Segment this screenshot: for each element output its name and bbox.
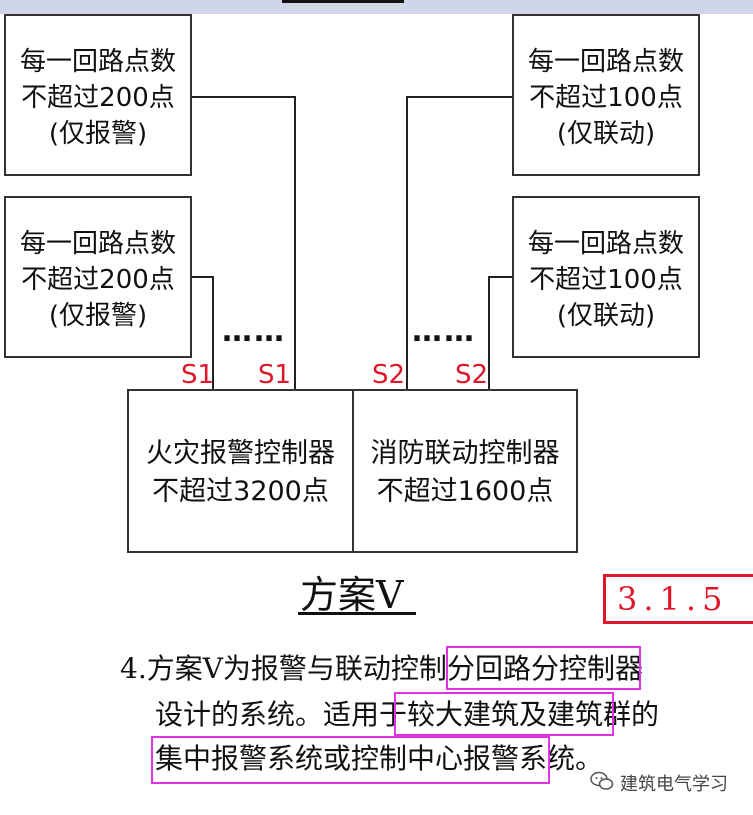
loop-box-line: 不超过200点 [21,265,175,295]
loop-box-line: 每一回路点数 [527,47,684,77]
loop-box-line: 每一回路点数 [19,47,176,77]
controller-name: 消防联动控制器 [370,438,560,469]
desc-text: 设计的系统。适用于 [155,698,408,731]
loop-box-alarm-2: 每一回路点数 不超过200点 (仅报警) [4,196,192,358]
bus-label-s1: S1 [181,360,215,390]
loop-box-linkage-1: 每一回路点数 不超过100点 (仅联动) [512,14,700,176]
diagram-title: 方案V [300,573,404,617]
watermark-text: 建筑电气学习 [620,774,728,795]
wire-s2-outer-v [406,96,408,390]
wire-s2-outer-h [406,96,512,98]
wire-s1-inner-v [212,276,214,390]
loop-box-alarm-1: 每一回路点数 不超过200点 (仅报警) [4,14,192,176]
highlight-box-2 [394,692,614,736]
wechat-icon [590,771,614,790]
desc-highlight: 较大建筑及建筑群 [407,698,632,731]
loop-box-line: 不超过200点 [21,83,175,113]
controller-linkage: 消防联动控制器 不超过1600点 [352,389,578,553]
loop-box-line: (仅报警) [48,119,148,149]
bus-label-s2: S2 [372,360,406,390]
loop-box-line: (仅报警) [48,301,148,331]
controller-capacity: 不超过1600点 [376,476,554,507]
wire-s1-outer-v [294,96,296,390]
wire-s2-inner-h [488,276,512,278]
desc-line-3: 集中报警系统或控制中心报警系统。 [155,742,603,776]
desc-text: 4.方案V为报警与联动控制 [120,652,447,685]
desc-highlight: 集中报警系统或控制中心报警系统 [155,742,576,775]
loop-box-line: 不超过100点 [529,265,683,295]
wire-s2-inner-v [488,276,490,390]
wire-s1-inner-h [192,276,214,278]
top-divider [282,0,404,3]
title-underline [298,612,416,615]
highlight-box-3 [151,736,550,784]
desc-text: 。 [575,742,604,775]
top-band [0,0,753,14]
highlight-box-1 [446,646,641,690]
section-ref: 3.1.5 [617,580,729,618]
bus-label-s1: S1 [258,360,292,390]
controller-fire-alarm: 火灾报警控制器 不超过3200点 [127,389,354,553]
loop-box-line: (仅联动) [556,301,656,331]
loop-box-line: 每一回路点数 [19,229,176,259]
controller-name: 火灾报警控制器 [146,438,335,469]
desc-line-1: 4.方案V为报警与联动控制分回路分控制器 [120,652,643,686]
controller-capacity: 不超过3200点 [152,476,329,507]
loop-box-line: (仅联动) [556,119,656,149]
desc-text: 的 [631,698,660,731]
ellipsis-right: …… [412,314,476,349]
loop-box-line: 不超过100点 [529,83,683,113]
bus-label-s2: S2 [455,360,489,390]
loop-box-line: 每一回路点数 [527,229,684,259]
desc-highlight: 分回路分控制器 [446,652,643,685]
loop-box-linkage-2: 每一回路点数 不超过100点 (仅联动) [512,196,700,358]
ellipsis-left: …… [222,314,286,349]
wire-s1-outer-h [192,96,296,98]
section-ref-frame [603,574,753,624]
desc-line-2: 设计的系统。适用于较大建筑及建筑群的 [155,698,659,732]
